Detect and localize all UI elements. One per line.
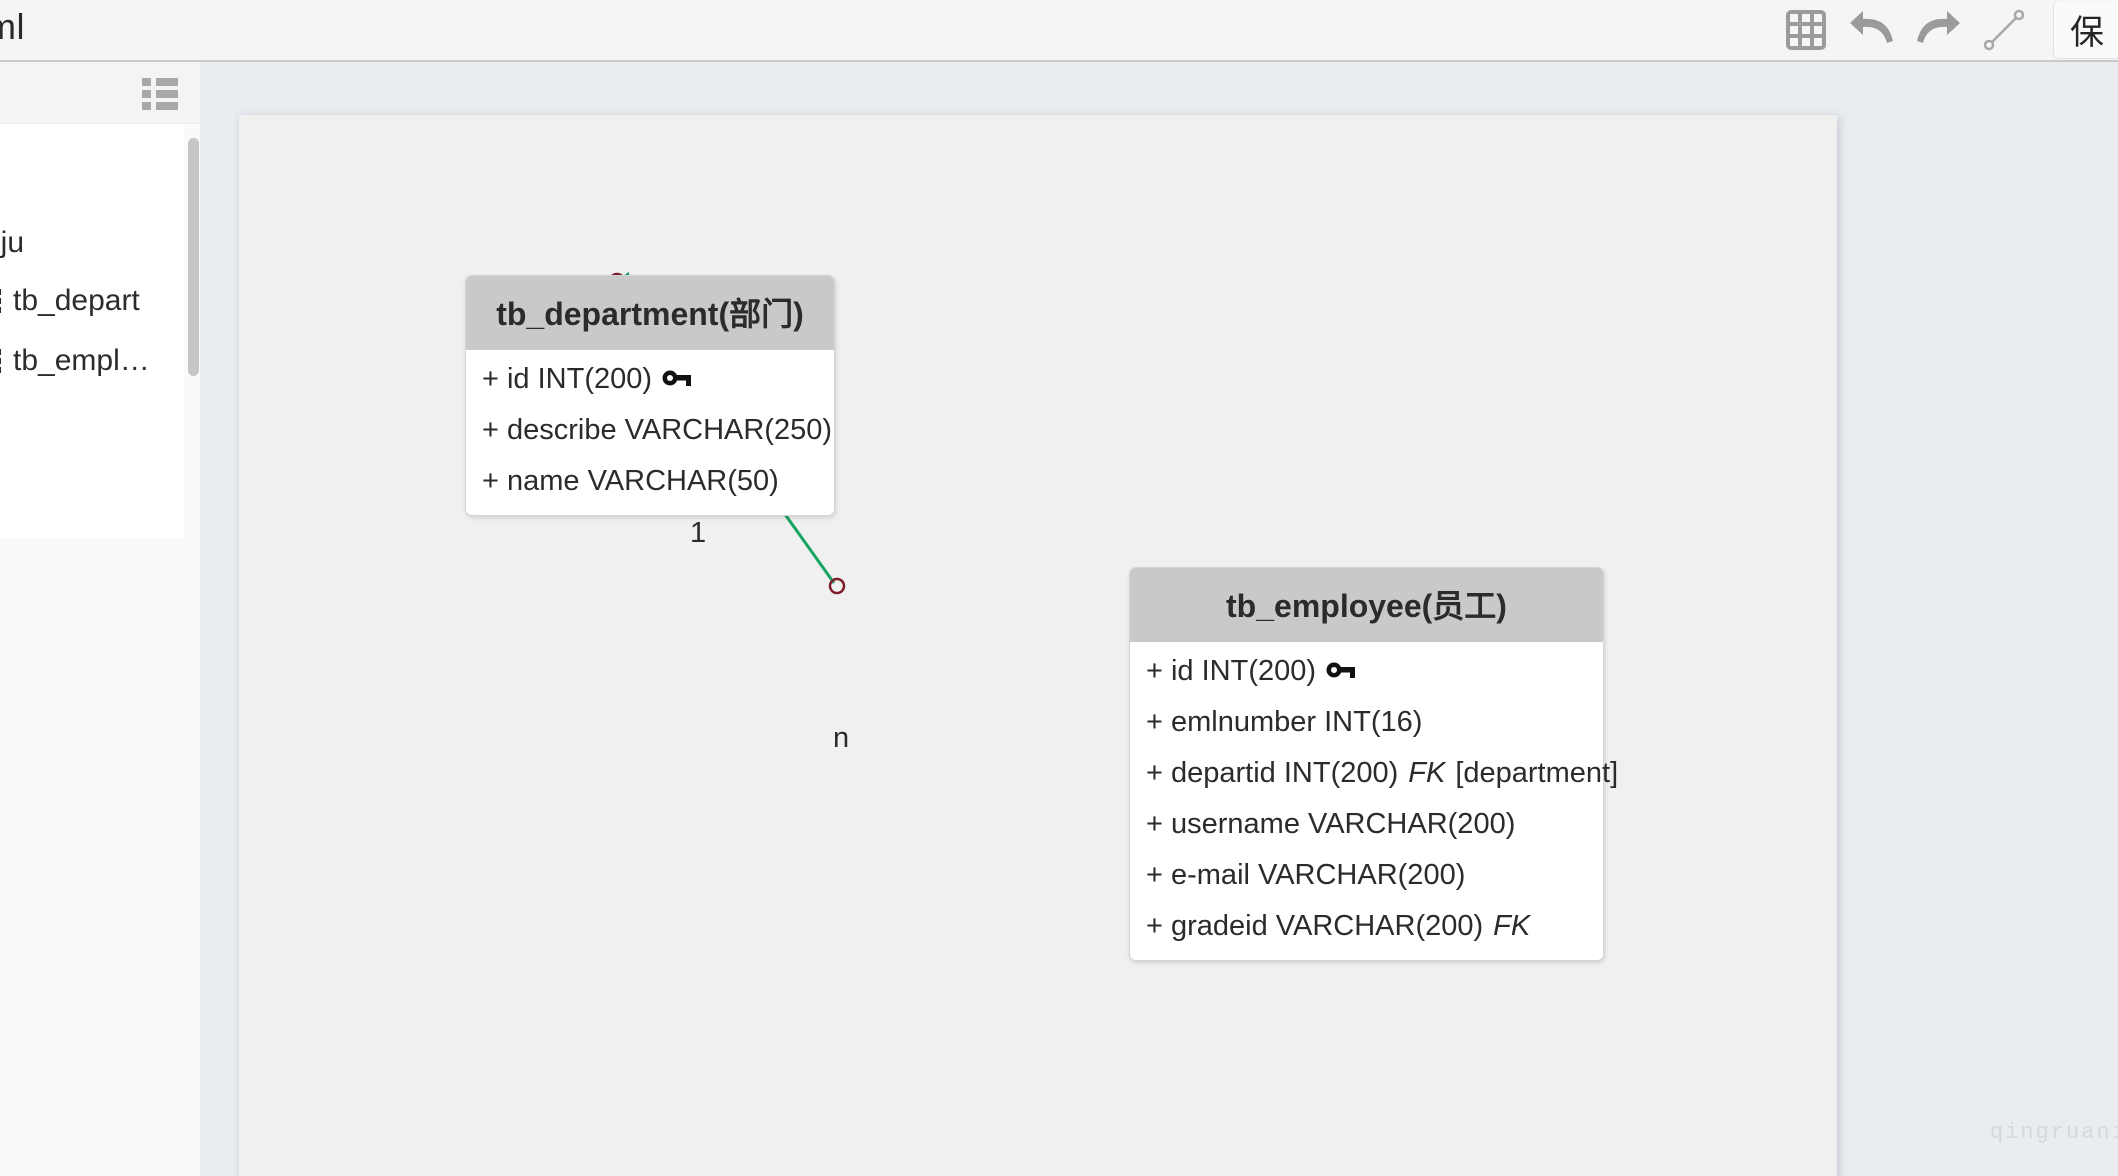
er-table-fields: + id INT(200) + emlnumber INT(16) + depa… — [1130, 642, 1618, 960]
er-field-row[interactable]: + id INT(200) — [1130, 646, 1603, 697]
er-table-title: tb_department(部门) — [466, 276, 834, 350]
fk-marker: FK — [1493, 910, 1531, 942]
undo-icon[interactable] — [1839, 0, 1905, 60]
er-field-text: + username VARCHAR(200) — [1146, 808, 1516, 840]
er-field-text: + departid INT(200) — [1146, 757, 1399, 789]
relation-label-one: 1 — [690, 517, 707, 549]
app-title: ml — [0, 6, 25, 47]
sidebar: nju tb_depart tb_empl… — [0, 62, 200, 1176]
er-field-text: + id INT(200) — [1146, 655, 1317, 687]
sidebar-scrollbar[interactable] — [186, 124, 200, 538]
er-field-row[interactable]: + gradeid VARCHAR(200) FK — [1130, 901, 1603, 952]
er-table-title: tb_employee(员工) — [1130, 568, 1603, 642]
er-field-row[interactable]: + username VARCHAR(200) — [1130, 799, 1603, 850]
sidebar-scrollbar-thumb[interactable] — [188, 138, 199, 376]
er-table-tb-department[interactable]: tb_department(部门) + id INT(200) + descri… — [465, 275, 835, 516]
er-field-text: + gradeid VARCHAR(200) — [1146, 910, 1484, 942]
sidebar-header — [0, 62, 200, 124]
sidebar-item-tb-empl[interactable]: tb_empl… — [0, 344, 150, 378]
er-field-text: + id INT(200) — [482, 363, 653, 395]
grip-icon — [0, 289, 1, 313]
line-tool-icon[interactable] — [1971, 0, 2037, 60]
er-field-text: + name VARCHAR(50) — [482, 465, 779, 497]
er-table-tb-employee[interactable]: tb_employee(员工) + id INT(200) + emlnumbe… — [1129, 567, 1618, 961]
canvas-area[interactable]: 1 n tb_department(部门) + id INT(200) + de… — [200, 62, 2118, 1176]
er-field-row[interactable]: + id INT(200) — [466, 354, 834, 405]
er-field-row[interactable]: + name VARCHAR(50) — [466, 456, 834, 507]
list-view-icon[interactable] — [142, 78, 180, 110]
toolbar: 保 — [1773, 0, 2118, 60]
er-field-row[interactable]: + emlnumber INT(16) — [1130, 697, 1603, 748]
fk-target: [department] — [1455, 757, 1619, 789]
relation-label-many: n — [833, 722, 850, 754]
sidebar-tree: nju tb_depart tb_empl… — [0, 124, 184, 538]
er-field-row[interactable]: + describe VARCHAR(250) — [466, 405, 834, 456]
primary-key-icon — [662, 363, 692, 396]
primary-key-icon — [1326, 655, 1356, 688]
grip-icon — [0, 349, 1, 373]
sidebar-item-tb-depart[interactable]: tb_depart — [0, 284, 140, 318]
tree-root-label[interactable]: nju — [0, 226, 25, 259]
fk-marker: FK — [1408, 757, 1446, 789]
er-field-row[interactable]: + departid INT(200) FK [department] — [1130, 748, 1618, 799]
er-field-text: + e-mail VARCHAR(200) — [1146, 859, 1466, 891]
er-table-fields: + id INT(200) + describe VARCHAR(250) + … — [466, 350, 834, 515]
redo-icon[interactable] — [1905, 0, 1971, 60]
top-bar: ml — [0, 0, 2118, 62]
sidebar-item-label: tb_depart — [13, 284, 140, 317]
er-field-text: + describe VARCHAR(250) — [482, 414, 833, 446]
er-field-text: + emlnumber INT(16) — [1146, 706, 1423, 738]
save-button[interactable]: 保 — [2053, 1, 2118, 59]
grid-icon[interactable] — [1773, 0, 1839, 60]
er-field-row[interactable]: + e-mail VARCHAR(200) — [1130, 850, 1603, 901]
sidebar-item-label: tb_empl… — [13, 344, 150, 377]
watermark: qingruanit.net 0532-85025005 — [1990, 1120, 2118, 1145]
